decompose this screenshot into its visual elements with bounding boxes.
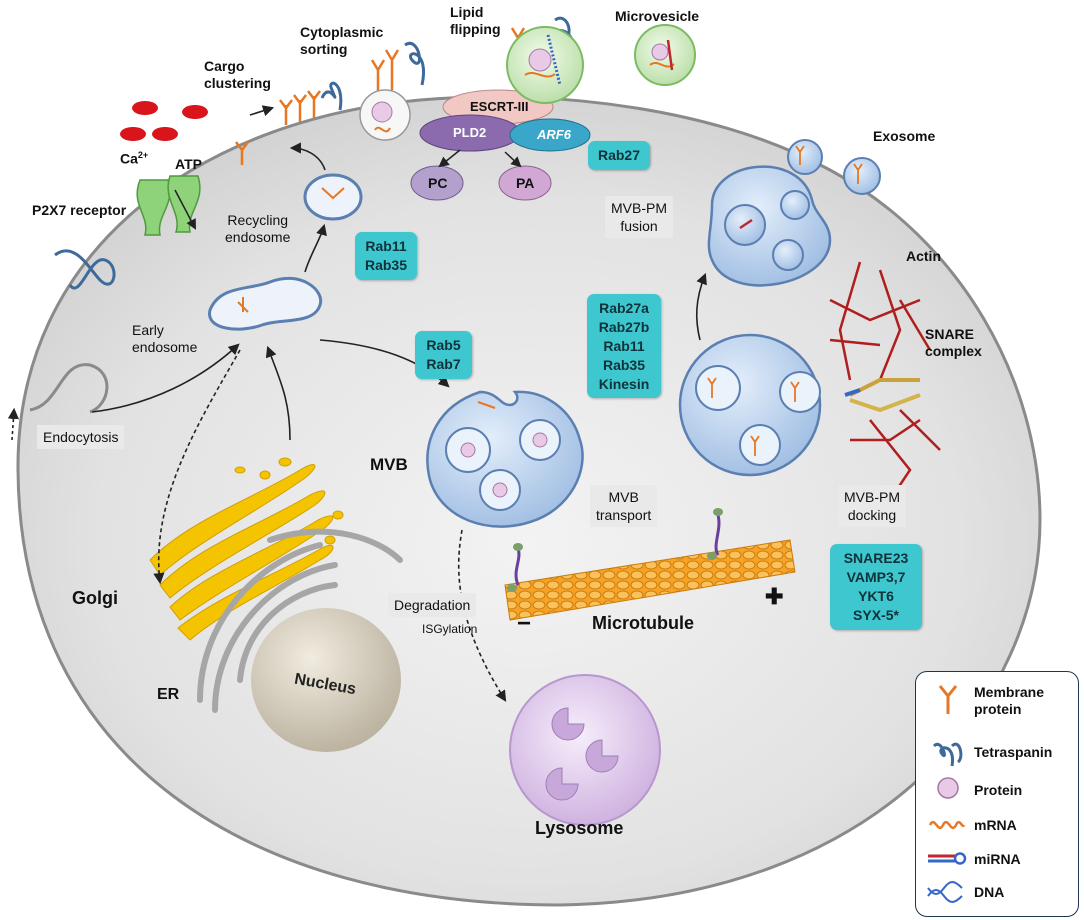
rab27-box: Rab27 — [588, 141, 650, 170]
snare-complex-shape — [844, 378, 921, 413]
label-ca: Ca2+ — [120, 150, 149, 167]
legend-row-mrna: mRNA — [916, 815, 1076, 845]
er-shape — [197, 528, 403, 713]
label-mvb-transport: MVB transport — [590, 485, 658, 528]
escrt-complex — [410, 89, 591, 201]
early-endosome-shape — [208, 276, 323, 331]
label-lysosome: Lysosome — [535, 818, 624, 838]
label-golgi: Golgi — [72, 588, 118, 608]
label-p2x7-receptor: P2X7 receptor — [32, 202, 127, 218]
legend: Membrane protein Tetraspanin Protein mRN… — [915, 671, 1079, 917]
label-exosome: Exosome — [873, 128, 936, 144]
rab5-rab7-box: Rab5 Rab7 — [415, 331, 472, 379]
label-isgylation: ISGylation — [422, 622, 478, 636]
label-plus: ✚ — [765, 584, 784, 609]
label-microvesicle: Microvesicle — [615, 8, 700, 24]
dna-icon — [927, 881, 963, 903]
nucleus-shape — [251, 608, 401, 752]
legend-row-membrane-protein: Membrane protein — [916, 682, 1076, 717]
membrane-protein-icon — [938, 685, 958, 714]
legend-row-protein: Protein — [916, 777, 1076, 810]
label-pc: PC — [428, 175, 448, 191]
label-mvb-pm-docking: MVB-PM docking — [838, 485, 906, 528]
snare-protein-box: SNARE23 VAMP3,7 YKT6 SYX-5* — [830, 544, 922, 630]
label-pa: PA — [516, 175, 535, 191]
label-cytoplasmic-sorting: Cytoplasmic sorting — [300, 24, 384, 57]
endocytosis-pit — [29, 363, 109, 414]
lysosome-shape — [509, 674, 661, 826]
label-recycling-endosome: Recycling endosome — [225, 212, 291, 245]
legend-row-mirna: miRNA — [916, 849, 1076, 879]
label-mvb: MVB — [370, 455, 408, 474]
label-minus: − — [517, 610, 532, 637]
label-er: ER — [157, 686, 180, 703]
label-microtubule: Microtubule — [592, 613, 694, 633]
legend-row-tetraspanin: Tetraspanin — [916, 742, 1076, 772]
calcium-ions — [120, 101, 208, 141]
rab11-rab35-box: Rab11 Rab35 — [355, 232, 417, 280]
label-endocytosis: Endocytosis — [37, 425, 125, 450]
label-pld2: PLD2 — [453, 125, 487, 140]
protein-icon — [937, 777, 959, 799]
label-atp: ATP — [175, 156, 202, 172]
microtubule-shape — [504, 539, 796, 621]
mrna-icon — [928, 820, 966, 830]
label-degradation: Degradation — [388, 593, 477, 618]
label-snare-complex: SNARE complex — [925, 326, 982, 359]
label-cargo-clustering: Cargo clustering — [204, 58, 271, 91]
exosome-shapes — [787, 139, 881, 195]
label-arf6: ARF6 — [537, 127, 571, 142]
label-early-endosome: Early endosome — [132, 322, 198, 355]
label-escrt: ESCRT-III — [470, 99, 529, 114]
p2x7-receptor-shape — [136, 175, 201, 236]
label-mvb-pm-fusion: MVB-PM fusion — [605, 196, 673, 239]
tetraspanin-icon — [932, 742, 963, 767]
mirna-icon — [928, 852, 967, 865]
rab-transport-box: Rab27a Rab27b Rab11 Rab35 Kinesin — [587, 294, 661, 399]
legend-row-dna: DNA — [916, 881, 1076, 912]
label-lipid-flipping: Lipid flipping — [450, 4, 501, 37]
golgi-shape — [149, 457, 344, 641]
label-actin: Actin — [906, 248, 941, 264]
